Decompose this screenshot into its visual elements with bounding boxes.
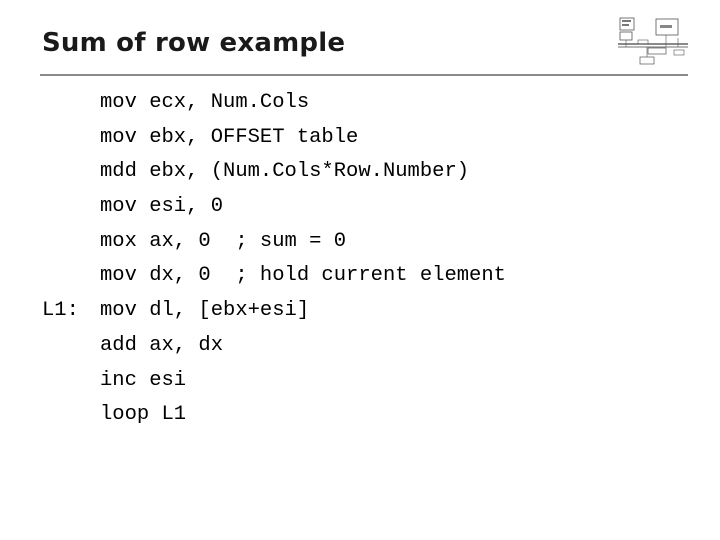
code-instruction: mdd ebx, (Num.Cols*Row.Number): [100, 160, 470, 184]
code-label: [42, 190, 100, 225]
code-line: mov ecx, Num.Cols: [42, 86, 506, 121]
code-line: mox ax, 0 ; sum = 0: [42, 225, 506, 260]
code-instruction: mov dl, [ebx+esi]: [100, 299, 310, 323]
code-line: inc esi: [42, 364, 506, 399]
code-instruction: inc esi: [100, 368, 187, 392]
code-label: [42, 225, 100, 260]
computer-architecture-diagram-icon: [618, 17, 688, 65]
code-line: L1: mov dl, [ebx+esi]: [42, 294, 506, 329]
code-instruction: mov ebx, OFFSET table: [100, 125, 359, 149]
code-line: mdd ebx, (Num.Cols*Row.Number): [42, 155, 506, 190]
code-instruction: mox ax, 0 ; sum = 0: [100, 229, 347, 253]
code-line: loop L1: [42, 398, 506, 433]
code-label: [42, 329, 100, 364]
code-label: [42, 121, 100, 156]
code-instruction: loop L1: [100, 403, 187, 427]
code-label: [42, 364, 100, 399]
title-divider: [40, 74, 688, 76]
code-label: [42, 259, 100, 294]
code-label: [42, 155, 100, 190]
code-label: [42, 86, 100, 121]
code-line: mov dx, 0 ; hold current element: [42, 259, 506, 294]
code-label: [42, 398, 100, 433]
code-line: add ax, dx: [42, 329, 506, 364]
code-instruction: add ax, dx: [100, 333, 224, 357]
code-line: mov esi, 0: [42, 190, 506, 225]
code-label: L1:: [42, 299, 79, 323]
slide-title: Sum of row example: [42, 28, 346, 58]
code-instruction: mov ecx, Num.Cols: [100, 91, 310, 114]
code-line: mov ebx, OFFSET table: [42, 121, 506, 156]
code-instruction: mov dx, 0 ; hold current element: [100, 264, 506, 288]
assembly-code-block: mov ecx, Num.Cols mov ebx, OFFSET table …: [42, 86, 506, 433]
code-instruction: mov esi, 0: [100, 195, 224, 219]
